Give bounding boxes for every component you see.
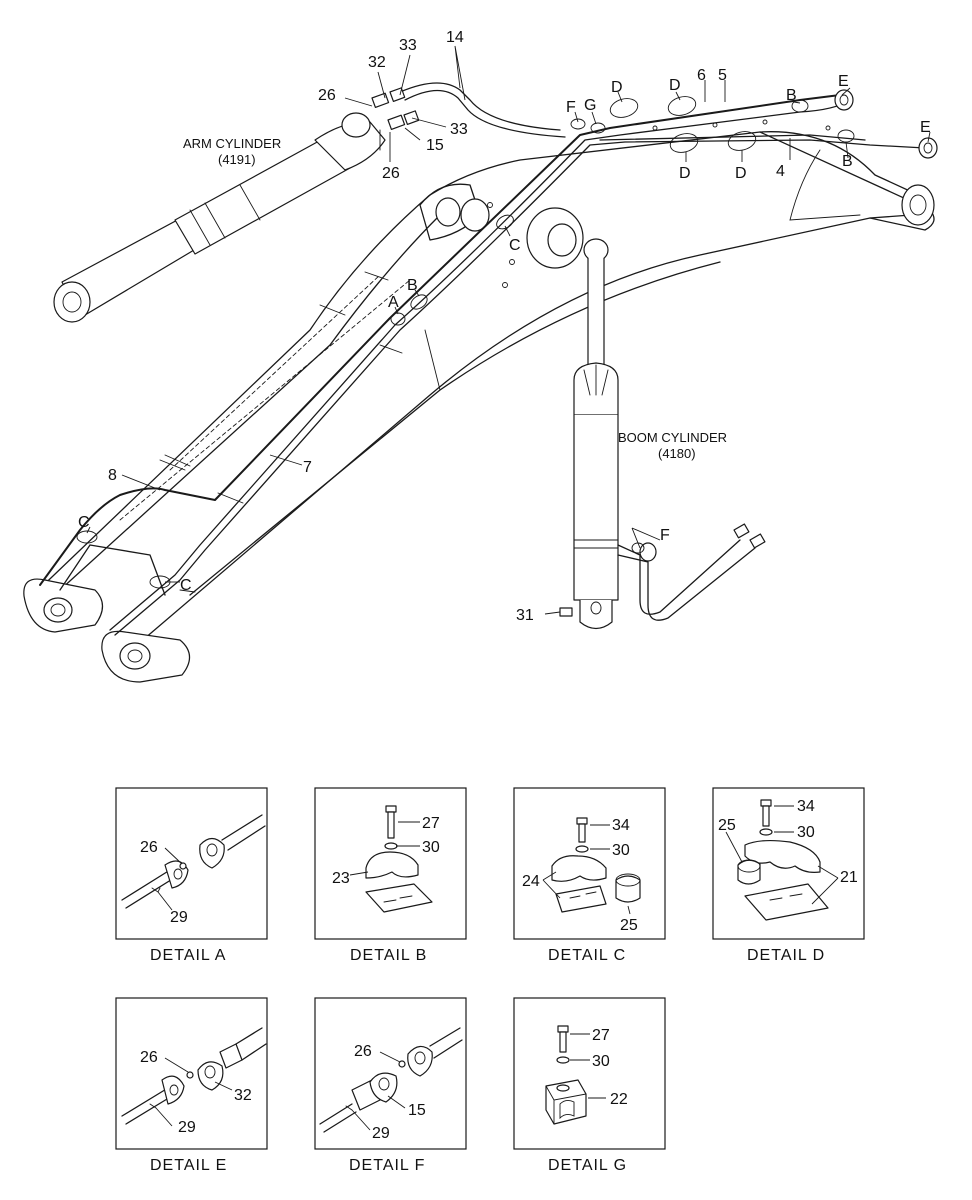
detail-g: 27 30 22 DETAIL G <box>513 997 666 1174</box>
detail-d: 34 25 30 21 DETAIL D <box>712 787 865 964</box>
detail-b: 27 30 23 DETAIL B <box>314 787 467 964</box>
callout-14: 14 <box>446 29 464 46</box>
callout-c-2: C <box>78 514 90 531</box>
boom-pipes <box>39 82 938 636</box>
detail-g-caption: DETAIL G <box>548 1157 627 1174</box>
detail-e-29: 29 <box>178 1119 196 1136</box>
detail-f-26: 26 <box>354 1043 372 1060</box>
detail-e: 26 32 29 DETAIL E <box>115 997 268 1174</box>
detail-b-30: 30 <box>422 839 440 856</box>
pipe-clamps <box>76 96 855 589</box>
callout-15: 15 <box>426 137 444 154</box>
callout-e-1: E <box>838 73 849 90</box>
detail-a-box <box>115 787 268 940</box>
detail-d-21: 21 <box>840 869 858 886</box>
arm-cylinder-label: ARM CYLINDER <box>183 136 281 151</box>
boom-structure <box>23 119 935 683</box>
detail-c-25: 25 <box>620 917 638 934</box>
callout-33-top: 33 <box>399 37 417 54</box>
callout-leaders <box>86 45 931 615</box>
detail-d-34: 34 <box>797 798 815 815</box>
callout-32: 32 <box>368 54 386 71</box>
callout-a: A <box>388 294 399 311</box>
callout-d-3: D <box>679 165 691 182</box>
detail-a: 26 29 DETAIL A <box>115 787 268 964</box>
boom-cylinder-code: (4180) <box>658 446 696 461</box>
detail-a-caption: DETAIL A <box>150 947 226 964</box>
detail-c: 34 30 24 25 DETAIL C <box>513 787 666 964</box>
callout-5: 5 <box>718 67 727 84</box>
detail-f: 26 15 29 DETAIL F <box>314 997 467 1174</box>
arm-cylinder <box>53 87 420 323</box>
detail-c-24: 24 <box>522 873 540 890</box>
detail-d-25: 25 <box>718 817 736 834</box>
detail-e-32: 32 <box>234 1087 252 1104</box>
detail-b-caption: DETAIL B <box>350 947 427 964</box>
detail-g-30: 30 <box>592 1053 610 1070</box>
callout-b-3: B <box>407 277 418 294</box>
detail-d-caption: DETAIL D <box>747 947 825 964</box>
callout-26-top: 26 <box>318 87 336 104</box>
detail-b-23: 23 <box>332 870 350 887</box>
detail-c-30: 30 <box>612 842 630 859</box>
detail-g-27: 27 <box>592 1027 610 1044</box>
callout-26-bottom: 26 <box>382 165 400 182</box>
callout-d-4: D <box>735 165 747 182</box>
detail-f-29: 29 <box>372 1125 390 1142</box>
boom-cylinder <box>559 238 766 630</box>
callout-g: G <box>584 97 596 114</box>
arm-cylinder-code: (4191) <box>218 152 256 167</box>
callout-7: 7 <box>303 459 312 476</box>
detail-f-caption: DETAIL F <box>349 1157 425 1174</box>
callout-c-1: C <box>509 237 521 254</box>
detail-b-27: 27 <box>422 815 440 832</box>
detail-g-box <box>513 997 666 1150</box>
callout-d-1: D <box>611 79 623 96</box>
callout-d-2: D <box>669 77 681 94</box>
boom-cylinder-label: BOOM CYLINDER <box>618 430 727 445</box>
detail-d-30: 30 <box>797 824 815 841</box>
detail-e-26: 26 <box>140 1049 158 1066</box>
callout-31: 31 <box>516 607 534 624</box>
callout-8: 8 <box>108 467 117 484</box>
detail-a-26: 26 <box>140 839 158 856</box>
callout-f-top: F <box>566 99 576 116</box>
callout-e-2: E <box>920 119 931 136</box>
detail-e-caption: DETAIL E <box>150 1157 227 1174</box>
callout-4: 4 <box>776 163 785 180</box>
detail-c-caption: DETAIL C <box>548 947 626 964</box>
callout-6: 6 <box>697 67 706 84</box>
detail-f-15: 15 <box>408 1102 426 1119</box>
callout-c-3: C <box>180 577 192 594</box>
callout-f-bottom: F <box>660 527 670 544</box>
callout-b-1: B <box>786 87 797 104</box>
main-callouts: 14 33 32 26 33 15 26 6 5 D D D D F G B E… <box>78 29 931 624</box>
callout-b-2: B <box>842 153 853 170</box>
callout-33-right: 33 <box>450 121 468 138</box>
detail-c-34: 34 <box>612 817 630 834</box>
detail-g-22: 22 <box>610 1091 628 1108</box>
detail-a-29: 29 <box>170 909 188 926</box>
